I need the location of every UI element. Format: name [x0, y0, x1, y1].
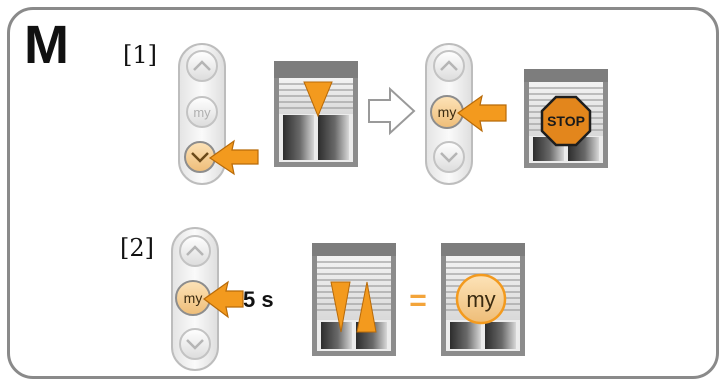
my-button-pressed-icon: my [175, 280, 211, 316]
step-2-label: [2] [120, 234, 154, 262]
my-button-pressed-icon: my [430, 95, 464, 129]
my-button-pressed-text: my [184, 290, 203, 306]
my-badge-text: my [466, 287, 495, 312]
my-position-badge-icon: my [455, 273, 507, 325]
step-1-label: [1] [123, 41, 157, 69]
press-arrow-icon [202, 280, 244, 319]
up-button-icon [186, 50, 218, 82]
stop-sign-icon: STOP [540, 95, 592, 147]
duration-label: 5 s [243, 287, 274, 312]
section-letter: M [24, 15, 69, 75]
up-direction-arrow-icon [356, 281, 377, 333]
my-button-text: my [193, 105, 211, 120]
down-button-icon [179, 328, 211, 360]
remote-control-icon: my [178, 43, 226, 185]
remote-control-icon: my [171, 227, 219, 371]
press-arrow-icon [456, 94, 507, 133]
roller-shutter-icon [312, 243, 396, 356]
my-button-icon: my [186, 96, 218, 128]
down-direction-arrow-icon [303, 81, 333, 118]
roller-shutter-icon [274, 61, 358, 167]
down-direction-arrow-icon [330, 281, 351, 333]
up-button-icon [179, 235, 211, 267]
down-button-icon [433, 141, 465, 173]
stop-sign-text: STOP [547, 113, 585, 129]
outline-arrow-icon [368, 86, 416, 136]
press-arrow-icon [208, 139, 259, 176]
my-button-pressed-text: my [438, 104, 457, 120]
up-button-icon [433, 50, 465, 82]
equals-icon: = [409, 284, 427, 317]
